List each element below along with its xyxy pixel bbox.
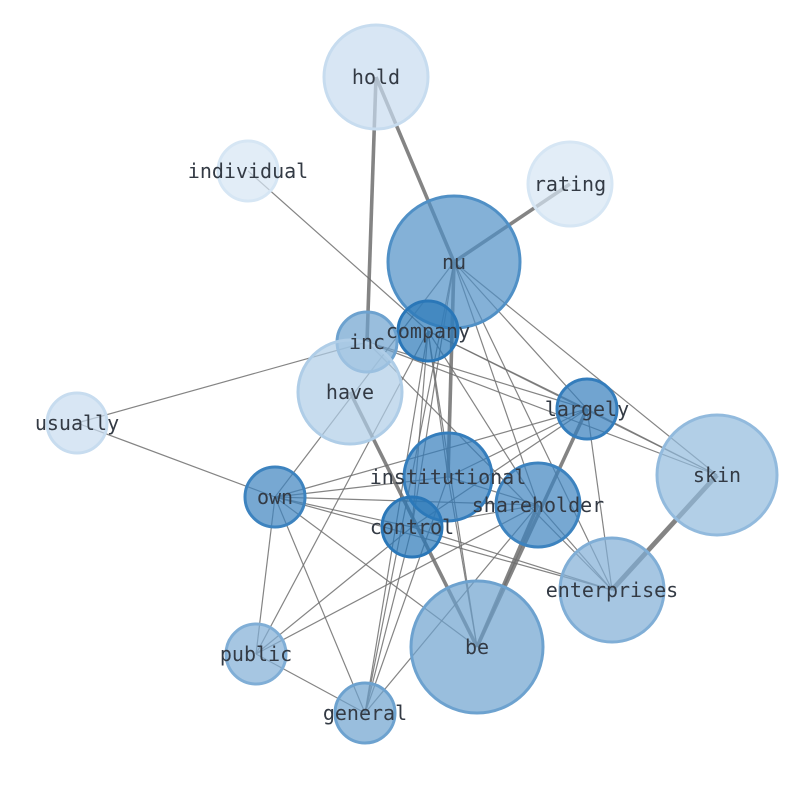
edge-inc-largely: [366, 341, 588, 410]
node-control[interactable]: [380, 495, 444, 559]
node-general[interactable]: [333, 681, 397, 745]
node-enterprises[interactable]: [558, 536, 666, 644]
node-label-be: be: [465, 635, 489, 659]
node-be[interactable]: [409, 579, 545, 715]
node-largely[interactable]: [555, 377, 619, 441]
edge-shareholder-public: [255, 504, 539, 655]
edge-own-general: [274, 496, 366, 714]
node-label-skin: skin: [693, 463, 741, 487]
node-label-rating: rating: [534, 172, 606, 196]
node-label-largely: largely: [545, 397, 629, 421]
node-label-company: company: [386, 319, 470, 343]
node-rating[interactable]: [526, 140, 614, 228]
node-label-inc: inc: [349, 330, 385, 354]
node-label-shareholder: shareholder: [472, 493, 604, 517]
edge-individual-company: [247, 170, 429, 332]
node-label-individual: individual: [188, 159, 308, 183]
edge-inc-skin: [366, 341, 718, 476]
node-usually[interactable]: [45, 391, 109, 455]
node-label-public: public: [220, 642, 292, 666]
edge-control-general: [364, 526, 413, 714]
node-public[interactable]: [224, 622, 288, 686]
node-shareholder[interactable]: [494, 461, 582, 549]
edge-usually-own: [76, 422, 276, 498]
edge-own-enterprises: [274, 496, 613, 591]
node-hold[interactable]: [322, 23, 430, 131]
edge-control-public: [255, 526, 413, 655]
node-label-general: general: [323, 701, 407, 725]
node-skin[interactable]: [655, 413, 779, 537]
node-have[interactable]: [296, 338, 404, 446]
node-label-own: own: [257, 485, 293, 509]
node-label-control: control: [370, 515, 454, 539]
node-label-have: have: [326, 380, 374, 404]
node-own[interactable]: [243, 465, 307, 529]
node-individual[interactable]: [216, 139, 280, 203]
node-label-enterprises: enterprises: [546, 578, 678, 602]
node-label-hold: hold: [352, 65, 400, 89]
node-company[interactable]: [396, 299, 460, 363]
node-label-nu: nu: [442, 250, 466, 274]
node-label-usually: usually: [35, 411, 119, 435]
nodes-layer: [45, 23, 779, 745]
node-label-institutional: institutional: [370, 465, 527, 489]
